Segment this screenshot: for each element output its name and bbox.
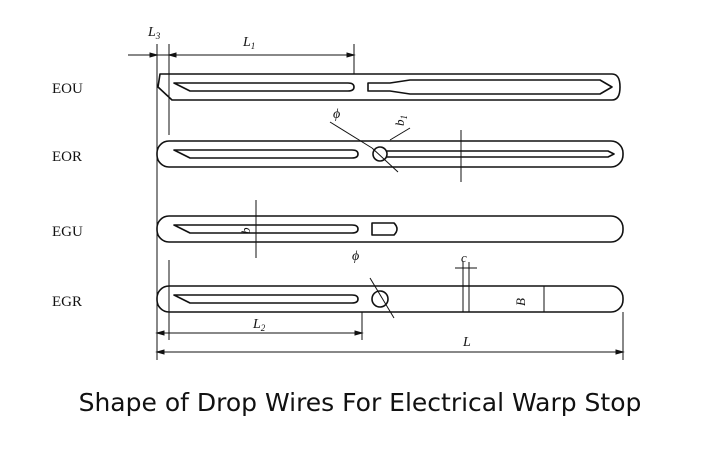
dim-phi-bottom-label: ϕ (352, 249, 359, 264)
dim-phi-top-label: ϕ (333, 107, 340, 122)
wire-label-egu: EGU (52, 224, 83, 240)
dim-b-label: b (238, 227, 253, 234)
wire-eor (156, 140, 624, 168)
dim-l2-label: L2 (252, 317, 266, 333)
wire-eou (157, 73, 621, 101)
dim-l1-label: L1 (242, 35, 255, 51)
wire-label-eou: EOU (52, 81, 83, 97)
dim-b1-label: b1 (392, 115, 409, 126)
wire-label-eor: EOR (52, 149, 82, 165)
dim-l-label: L (462, 335, 471, 350)
dim-c-label: c (461, 250, 467, 265)
dim-B-label: B (513, 298, 528, 306)
dimension-lines (128, 44, 625, 360)
figure-caption: Shape of Drop Wires For Electrical Warp … (78, 388, 642, 417)
wire-label-egr: EGR (52, 294, 82, 310)
dim-l3-label: L3 (147, 25, 161, 41)
wire-egu (156, 215, 624, 243)
wire-egr (156, 285, 624, 313)
